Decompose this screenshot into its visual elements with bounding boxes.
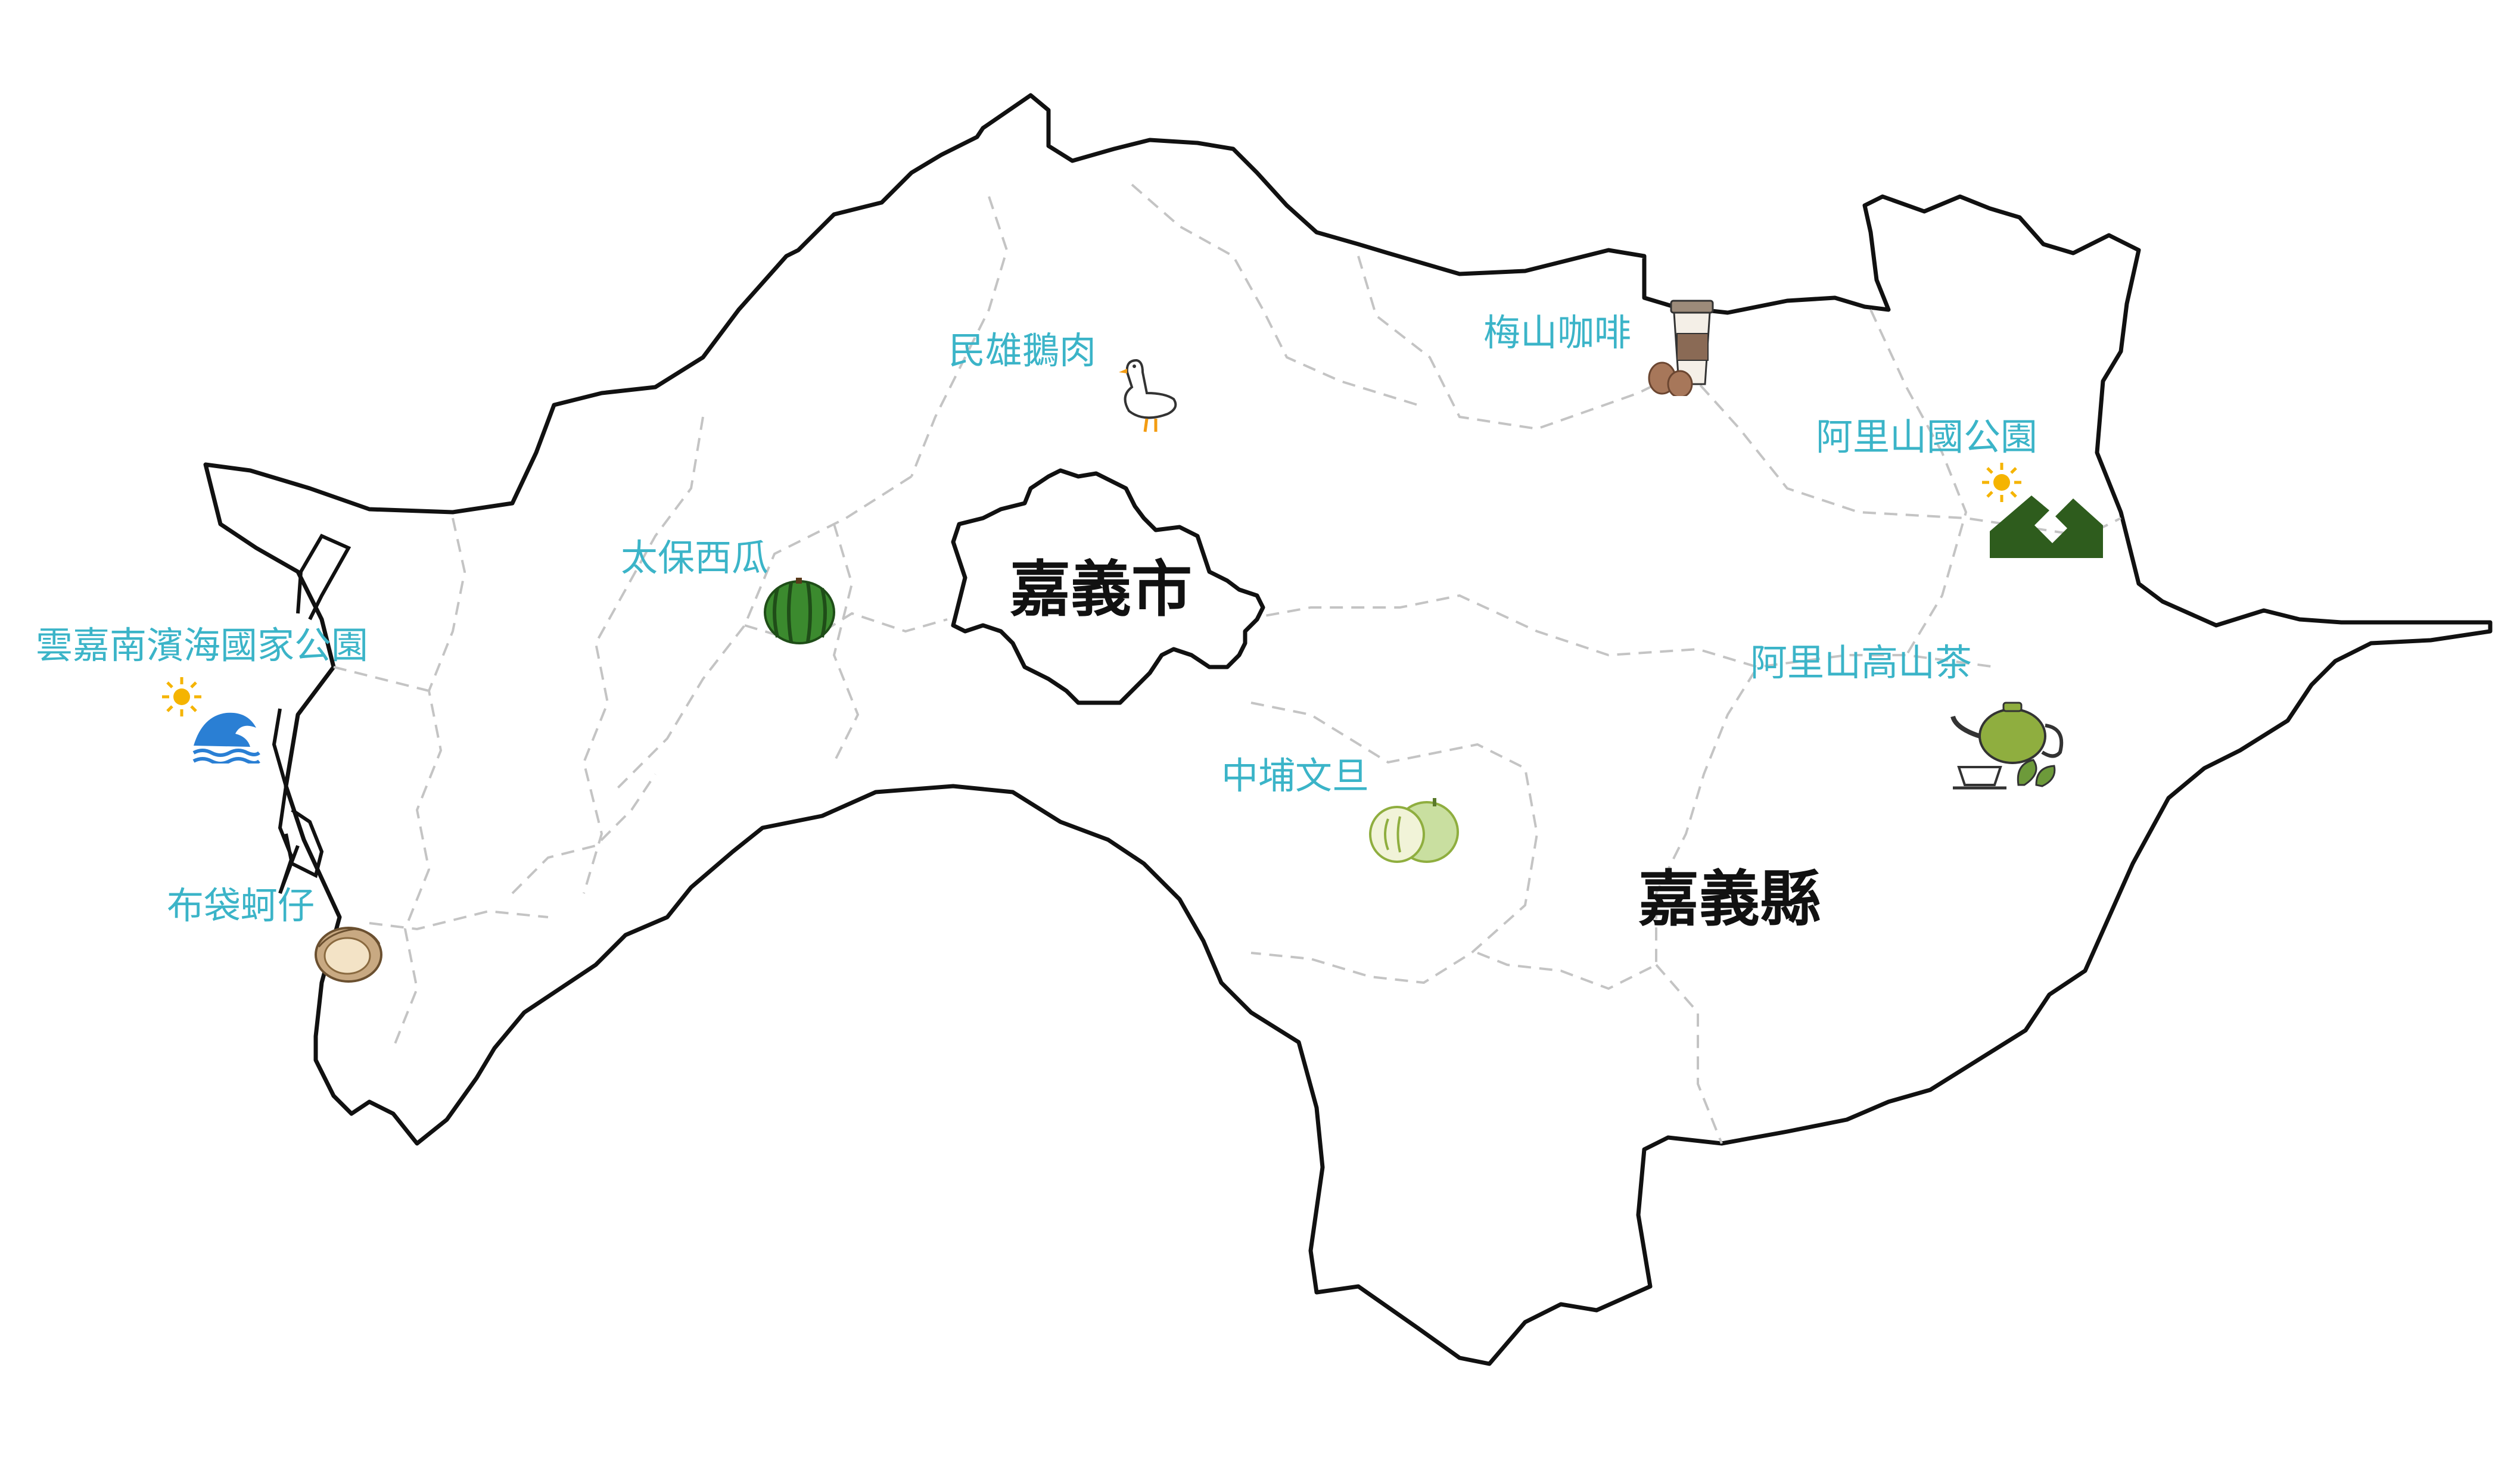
sun-icon <box>1982 463 2021 502</box>
place-label-alishan-tea: 阿里山高山茶 <box>1750 641 1973 684</box>
place-label-meishan: 梅山咖啡 <box>1483 311 1632 354</box>
city-label: 嘉義市 <box>1010 554 1192 625</box>
district-boundaries <box>333 183 2121 1144</box>
place-label-taibao: 太保西瓜 <box>621 536 769 579</box>
pomelo-icon <box>1369 798 1459 863</box>
county-label: 嘉義縣 <box>1638 864 1821 935</box>
place-label-yunjianan: 雲嘉南濱海國家公園 <box>36 624 369 667</box>
goose-icon <box>1119 359 1177 432</box>
place-label-alishan-park: 阿里山國公園 <box>1816 415 2038 459</box>
coffee-cup-icon <box>1648 300 1714 396</box>
place-label-minxiong: 民雄鵝肉 <box>948 329 1097 372</box>
mountain-park-icon <box>1990 496 2103 558</box>
sun-icon <box>162 677 201 716</box>
teapot-icon <box>1950 702 2064 790</box>
city-outline <box>951 468 1265 705</box>
oyster-icon <box>315 927 382 983</box>
coastline-detail <box>272 534 351 895</box>
place-label-zhongpu: 中埔文旦 <box>1221 754 1370 797</box>
county-outline <box>203 93 2493 1366</box>
place-label-budai: 布袋蚵仔 <box>167 884 315 927</box>
ocean-wave-icon <box>192 712 260 764</box>
watermelon-icon <box>764 578 835 644</box>
